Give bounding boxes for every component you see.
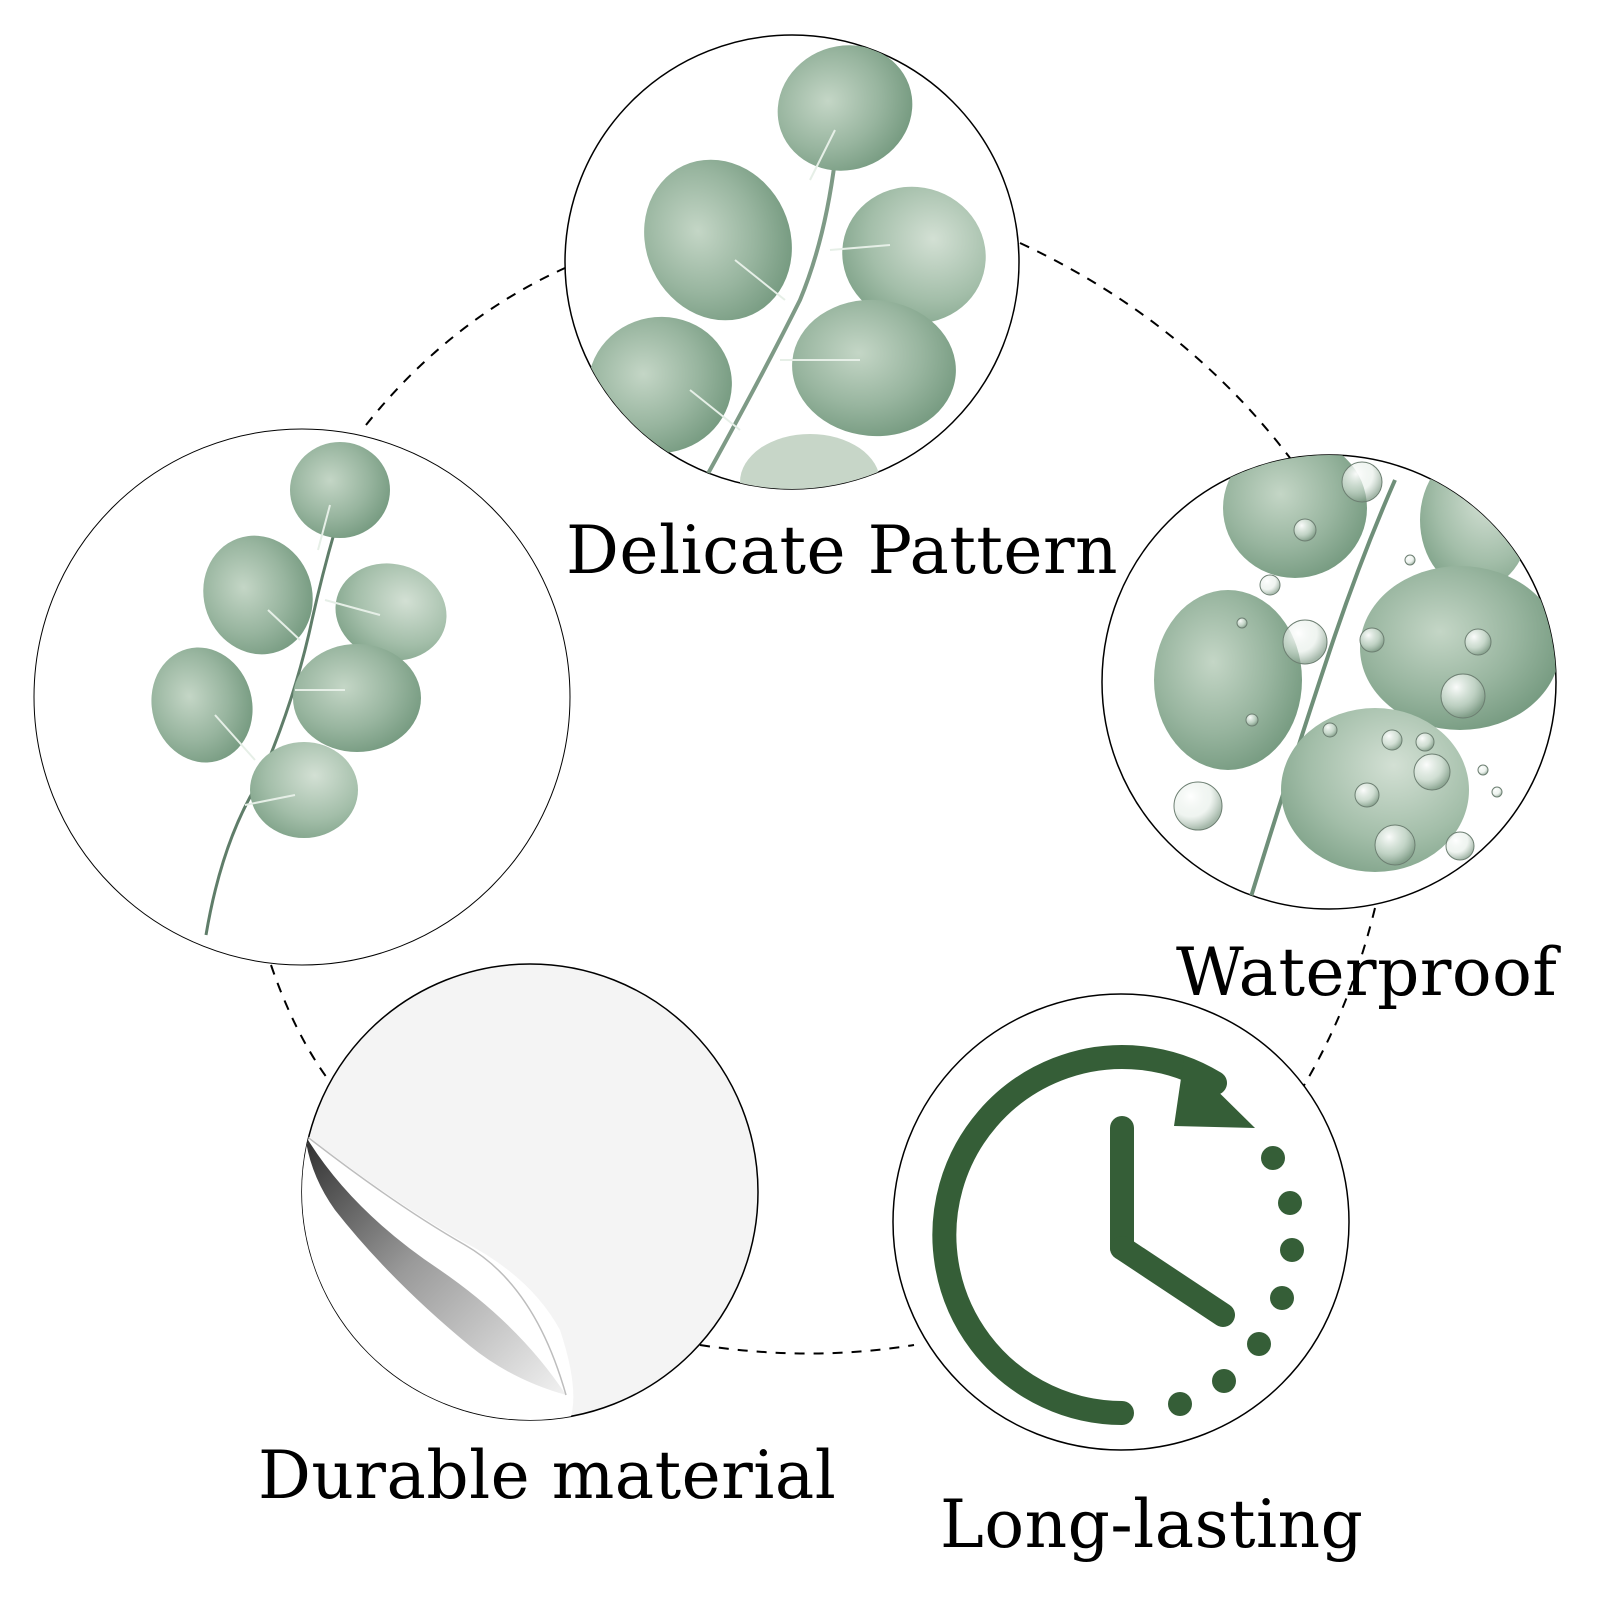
durable-material-caption: Durable material — [258, 1437, 837, 1514]
delicate-pattern-badge — [564, 34, 1020, 490]
long-lasting-caption: Long-lasting — [940, 1486, 1364, 1563]
eucalyptus-sample-badge — [33, 428, 571, 966]
clock-arrow-icon — [932, 1045, 1304, 1425]
dashed-connector-ring — [270, 242, 1376, 1355]
durable-material-badge — [301, 963, 759, 1421]
water-droplets — [1173, 461, 1503, 866]
waterproof-badge — [1101, 454, 1557, 910]
waterproof-caption: Waterproof — [1176, 934, 1558, 1011]
eucalyptus-sprig-icon — [151, 442, 447, 936]
delicate-pattern-caption: Delicate Pattern — [566, 512, 1119, 589]
water-droplets-icon — [1154, 455, 1556, 901]
long-lasting-badge — [892, 993, 1350, 1451]
